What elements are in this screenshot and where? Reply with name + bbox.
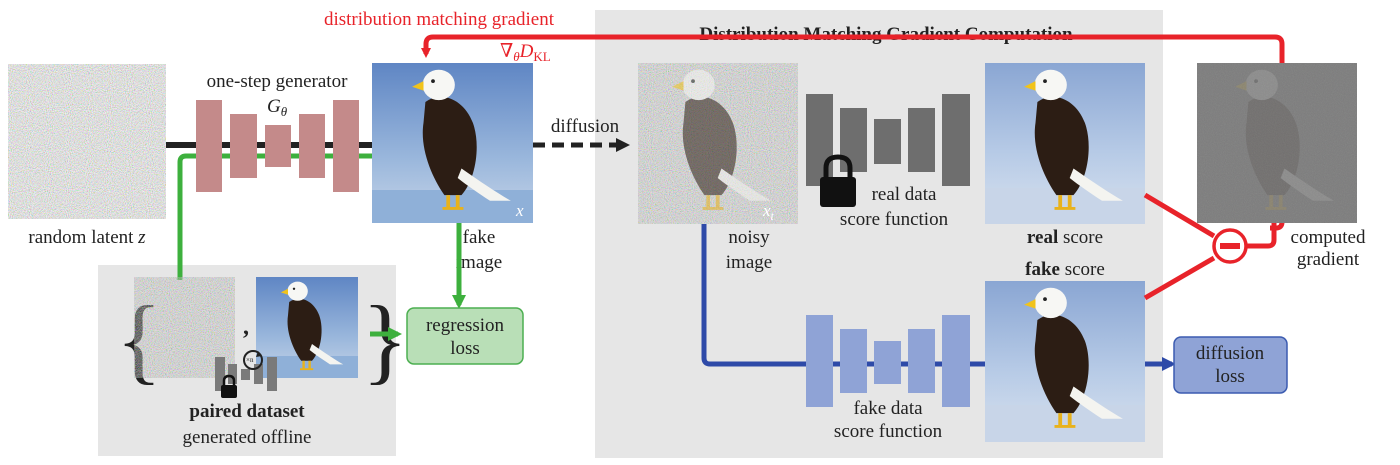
minus-to-computed-line [1247, 222, 1277, 249]
noisy-image-label-2: image [726, 252, 772, 273]
real-score-image [985, 63, 1145, 224]
gradient-label: distribution matching gradient [324, 9, 555, 30]
generator-network [196, 100, 359, 192]
fake-score-network [806, 315, 970, 407]
regression-loss-line-1: regression [426, 315, 505, 336]
real-score-label: real score [1027, 227, 1103, 248]
noisy-to-fake-net-line [701, 224, 985, 367]
fake-score-to-minus-line [1143, 255, 1216, 301]
real-score-network [806, 94, 970, 186]
random-latent-label: random latent z [28, 227, 146, 248]
generator-symbol: Gθ [267, 96, 288, 119]
fake-image [372, 63, 533, 223]
fake-image-var: x [515, 201, 524, 220]
noisy-image-label-1: noisy [728, 227, 770, 248]
fake-image-label-1: fake [463, 227, 496, 248]
diffusion-loss-line-1: diffusion [1196, 343, 1265, 364]
gradient-arrow-line [421, 34, 1285, 231]
loop-label: ×n [246, 356, 254, 364]
paired-teacher-network [215, 357, 277, 391]
paired-comma: , [243, 314, 249, 340]
computed-label-2: gradient [1297, 249, 1360, 270]
fake-score-label: fake score [1025, 259, 1105, 280]
diffusion-loss-box [1173, 336, 1288, 394]
computed-gradient-image [1197, 63, 1357, 223]
loop-icon [243, 350, 263, 370]
fake-net-label-1: fake data [853, 398, 923, 419]
real-net-label-1: real data [872, 184, 937, 205]
paired-subtitle: generated offline [183, 427, 312, 448]
paired-lock-icon [221, 374, 237, 398]
fake-score-image [985, 281, 1145, 442]
paired-to-generator-line [177, 153, 372, 280]
noisy-image-var: xt [762, 201, 775, 223]
diffusion-loss-line-2: loss [1215, 366, 1245, 387]
regression-loss-box [406, 307, 524, 365]
fake-net-label-2: score function [834, 421, 943, 442]
minus-bar [1220, 243, 1240, 249]
fake-image-label-2: image [456, 252, 502, 273]
paired-title: paired dataset [189, 401, 305, 422]
regression-loss-line-2: loss [450, 338, 480, 359]
paired-brace-right: } [362, 286, 408, 393]
real-net-lock-icon [820, 154, 856, 207]
real-score-to-minus-line [1143, 192, 1216, 239]
gradient-math: ∇θDKL [500, 41, 551, 64]
real-net-label-2: score function [840, 209, 949, 230]
diffusion-label: diffusion [551, 116, 620, 137]
generator-title: one-step generator [207, 71, 349, 92]
noisy-image [638, 63, 798, 224]
computed-label-1: computed [1291, 227, 1366, 248]
random-latent-image [8, 64, 166, 219]
